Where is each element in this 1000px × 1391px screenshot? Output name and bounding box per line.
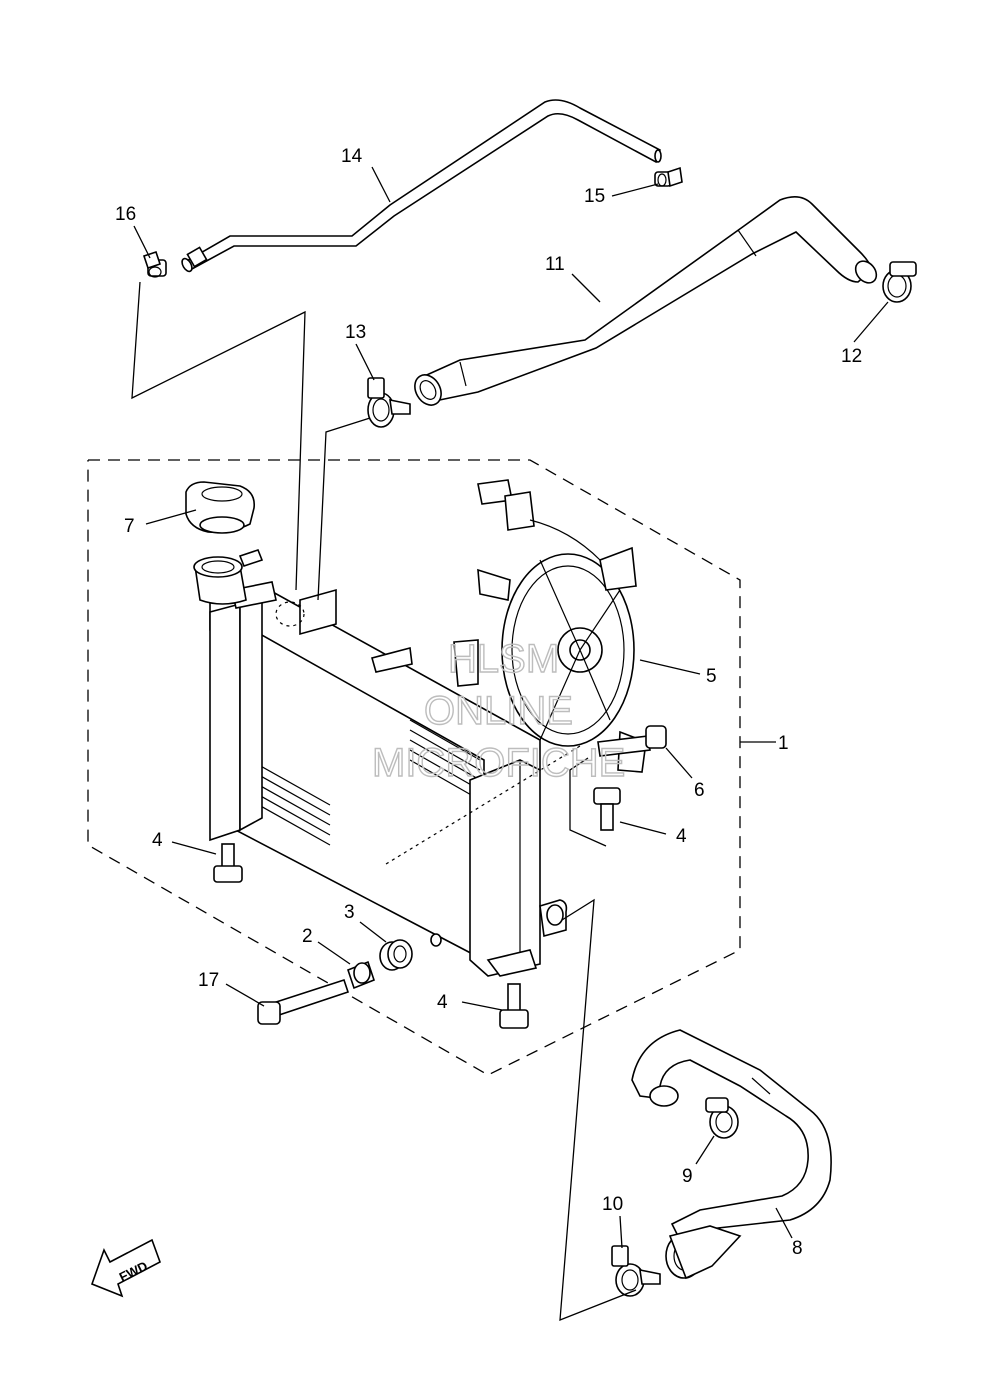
- leader-lines: [133, 166, 889, 1249]
- callout-10: 10: [602, 1194, 623, 1215]
- grommet-3: [379, 939, 413, 971]
- callout-7: 7: [124, 516, 135, 537]
- callout-2: 2: [302, 926, 313, 947]
- callout-1: 1: [778, 733, 789, 754]
- bolt-4-left: [213, 843, 243, 883]
- bolt-4-bottom: [499, 983, 529, 1029]
- callout-11: 11: [545, 254, 565, 275]
- mount-hidden-1: [275, 601, 305, 627]
- bolt-6: [597, 725, 667, 757]
- callout-8: 8: [792, 1238, 803, 1259]
- bolt-17: [257, 978, 350, 1025]
- callout-4-right: 4: [676, 826, 687, 847]
- callout-12: 12: [841, 346, 862, 367]
- clamp-12: [882, 261, 917, 303]
- bolt-4-right: [593, 787, 621, 831]
- clamp-13: [367, 377, 411, 428]
- routing-line-8: [559, 898, 637, 1321]
- assembly-boundary: [87, 459, 741, 1076]
- collar-2: [347, 960, 375, 990]
- callout-13: 13: [345, 322, 366, 343]
- lower-radiator-hose: [631, 1029, 832, 1280]
- callout-3: 3: [344, 902, 355, 923]
- routing-line-4r: [569, 757, 607, 847]
- radiator-fins: [249, 719, 481, 846]
- radiator-core: [193, 549, 568, 977]
- callout-15: 15: [584, 186, 605, 207]
- callout-4-bottom: 4: [437, 992, 448, 1013]
- callout-5: 5: [706, 666, 717, 687]
- clamp-15: [654, 166, 683, 188]
- breather-hose: [181, 99, 662, 273]
- watermark-line1: HLSM: [448, 637, 559, 681]
- upper-radiator-hose: [414, 196, 878, 406]
- clamp-9: [705, 1097, 739, 1139]
- callout-9: 9: [682, 1166, 693, 1187]
- watermark-line2: ONLINE: [424, 689, 573, 733]
- radiator-cap: [185, 481, 256, 534]
- callout-16: 16: [115, 204, 136, 225]
- clamp-10: [611, 1245, 661, 1297]
- forward-arrow-icon: FWD: [90, 1238, 161, 1298]
- callout-17: 17: [198, 970, 219, 991]
- routing-line-16: [131, 281, 306, 591]
- watermark-line3: MICROFICHE: [372, 741, 625, 785]
- watermark: HLSM ONLINE MICROFICHE: [371, 636, 626, 785]
- callout-4-left: 4: [152, 830, 163, 851]
- callout-6: 6: [694, 780, 705, 801]
- clamp-16: [142, 250, 167, 278]
- fan-axis: [385, 745, 581, 865]
- routing-line-13: [317, 417, 371, 601]
- callout-14: 14: [341, 146, 363, 167]
- callout-labels: 14 15 16 11 12 13 7 5 1 6 4 4 3 2 17 4 9…: [115, 146, 862, 1259]
